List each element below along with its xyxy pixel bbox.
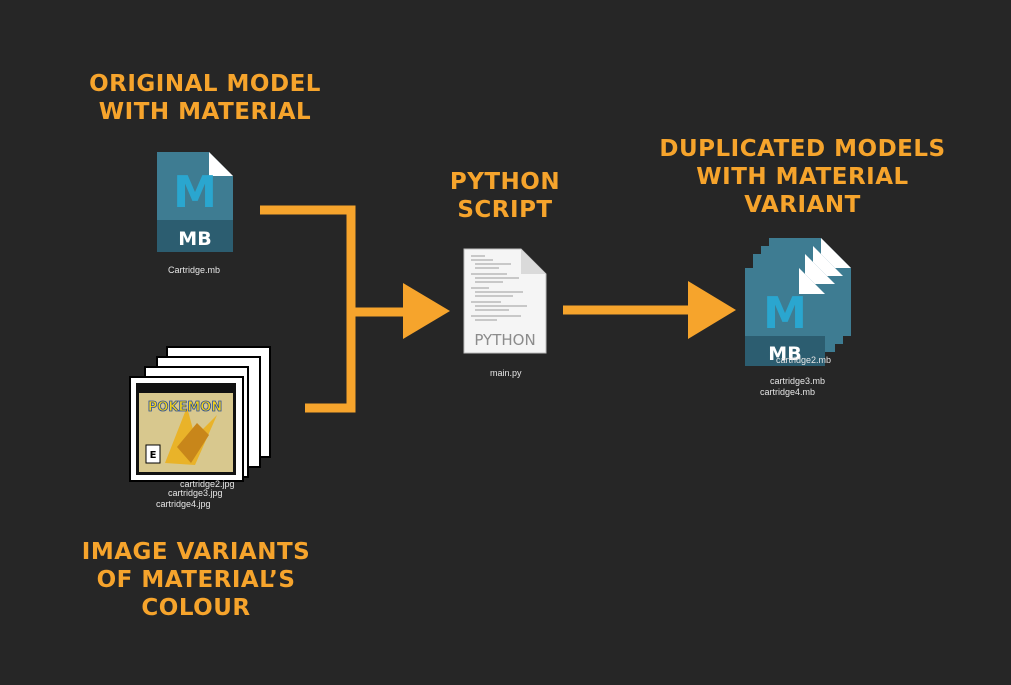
heading-line: DUPLICATED MODELS: [659, 136, 946, 162]
arrow-head-to-script: [403, 283, 450, 339]
heading-line: PYTHON: [449, 169, 561, 195]
python-script-heading: PYTHON SCRIPT: [420, 168, 590, 224]
original-model-heading: ORIGINAL MODEL WITH MATERIAL: [60, 70, 350, 126]
file-badge: MB: [768, 343, 801, 365]
heading-line: OF MATERIAL’S: [96, 567, 296, 593]
python-file-label: PYTHON: [474, 331, 535, 349]
image-variants-heading: IMAGE VARIANTS OF MATERIAL’S COLOUR: [60, 538, 332, 622]
maya-mb-file-icon: M MB: [157, 152, 233, 252]
image-filename: cartridge2.jpg: [180, 479, 235, 489]
file-badge: MB: [178, 228, 211, 250]
heading-line: WITH MATERIAL: [98, 99, 312, 125]
file-letter: M: [763, 288, 807, 339]
heading-line: WITH MATERIAL: [696, 164, 909, 190]
heading-line: ORIGINAL MODEL: [89, 71, 321, 97]
image-filename: cartridge3.jpg: [168, 488, 223, 498]
connector-from-images: [305, 312, 356, 413]
python-file-icon: PYTHON: [463, 248, 547, 354]
file-letter: M: [173, 167, 217, 218]
image-filename: cartridge4.jpg: [156, 499, 211, 509]
cover-logo-text: POKEMON: [148, 400, 222, 415]
output-filename: cartridge3.mb: [770, 376, 826, 386]
image-stack-icon: E POKEMON: [129, 346, 271, 482]
heading-line: IMAGE VARIANTS: [81, 539, 311, 565]
original-filename: Cartridge.mb: [168, 265, 221, 275]
script-filename: main.py: [490, 368, 522, 378]
connector-from-model: [260, 205, 356, 312]
arrow-head-to-output: [688, 281, 736, 339]
heading-line: SCRIPT: [457, 197, 553, 223]
svg-text:E: E: [150, 450, 157, 461]
maya-mb-file-stack-icon: M MB: [745, 238, 851, 366]
heading-line: COLOUR: [141, 595, 251, 621]
heading-line: VARIANT: [744, 192, 861, 218]
output-filename: cartridge2.mb: [776, 355, 832, 365]
output-filename: cartridge4.mb: [760, 387, 816, 397]
duplicated-models-heading: DUPLICATED MODELS WITH MATERIAL VARIANT: [640, 135, 965, 219]
